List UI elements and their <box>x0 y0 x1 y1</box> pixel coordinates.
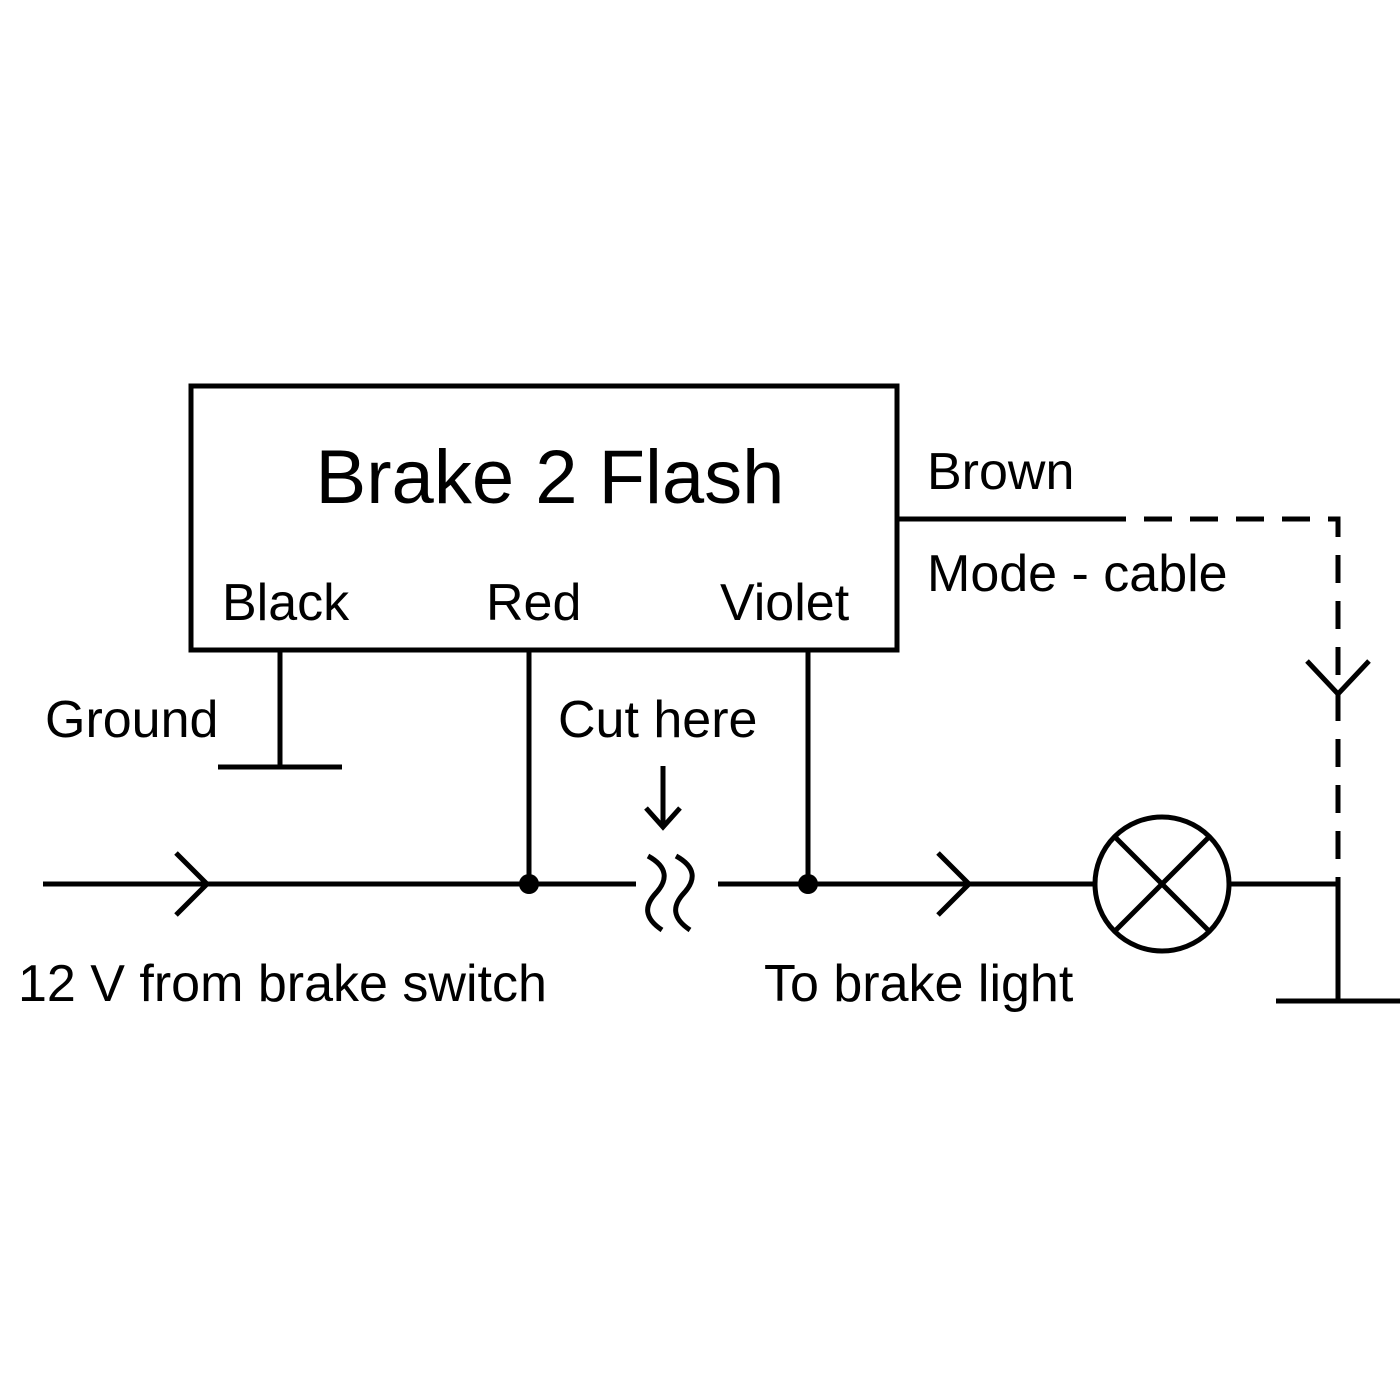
source-label: 12 V from brake switch <box>18 955 547 1013</box>
arrow-down-icon <box>644 766 682 831</box>
flow-arrow-icon <box>174 851 211 917</box>
fork-connector-icon <box>1305 659 1371 698</box>
mode-cable-label: Mode - cable <box>927 545 1228 603</box>
cut-mark-icon <box>645 853 695 933</box>
cut-here-label: Cut here <box>558 691 757 749</box>
pin-label-red: Red <box>486 574 581 632</box>
ground-label: Ground <box>45 691 218 749</box>
flow-arrow-icon <box>936 851 973 917</box>
pin-label-black: Black <box>222 574 350 632</box>
load-label: To brake light <box>764 955 1074 1013</box>
lamp-icon <box>1092 814 1232 954</box>
module-title: Brake 2 Flash <box>316 435 785 520</box>
pin-label-violet: Violet <box>720 574 850 632</box>
lamp-return-wire <box>1229 881 1341 1001</box>
mode-cable-dashed <box>1098 516 1341 884</box>
brown-label: Brown <box>927 443 1074 501</box>
